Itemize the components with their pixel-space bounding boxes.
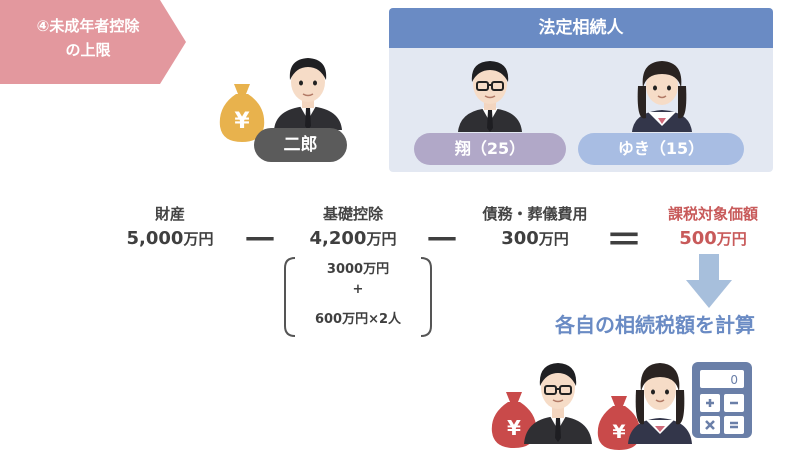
debts-amount: 300 (501, 228, 539, 249)
son-sho-figure (524, 363, 592, 444)
daughter-yuki-figure (628, 363, 692, 444)
calculator-icon: 0 (692, 362, 752, 438)
step-title-line2: の上限 (65, 41, 111, 59)
decedent-jiro-label: 二郎 (254, 128, 347, 162)
money-bag-icon: ¥ (491, 392, 537, 448)
yen-symbol: ¥ (507, 416, 521, 440)
step-title-line1: ④未成年者控除 (36, 17, 140, 35)
decedent-jiro-avatar (274, 58, 342, 130)
minus-operator-1: － (242, 220, 279, 261)
deduction-breakdown-bracket (284, 257, 432, 337)
breakdown-plus: + (352, 282, 364, 297)
taxable-value: 500万円 (643, 228, 783, 249)
yen-symbol: ¥ (234, 109, 250, 134)
assets-unit: 万円 (183, 230, 214, 248)
basic-deduction-label: 基礎控除 (322, 205, 383, 223)
daughter-yuki-avatar (632, 61, 692, 132)
svg-text:0: 0 (730, 373, 738, 387)
taxable-label: 課税対象価額 (667, 205, 758, 223)
debts-unit: 万円 (538, 230, 569, 248)
debts-value: 300万円 (465, 228, 605, 249)
breakdown-per-heir: 600万円×2人 (314, 312, 402, 327)
heir-yuki-label: ゆき（15） (578, 133, 744, 165)
breakdown-base: 3000万円 (326, 262, 390, 277)
money-bag-icon: ¥ (219, 84, 265, 142)
step-banner (0, 0, 186, 84)
son-sho-avatar (458, 61, 522, 132)
basic-deduction-amount: 4,200 (309, 228, 367, 249)
yen-symbol: ¥ (612, 421, 625, 443)
minus-operator-2: － (424, 220, 461, 261)
step-title: ④未成年者控除 の上限 (8, 14, 168, 62)
debts-label: 債務・葬儀費用 (482, 205, 588, 223)
basic-deduction-unit: 万円 (366, 230, 397, 248)
calculate-each-tax-caption: 各自の相続税額を計算 (555, 313, 755, 337)
basic-deduction-value: 4,200万円 (283, 228, 423, 249)
assets-amount: 5,000 (126, 228, 184, 249)
down-arrow-icon (686, 254, 732, 308)
heir-sho-label: 翔（25） (414, 133, 566, 165)
assets-label: 財産 (154, 205, 185, 223)
assets-value: 5,000万円 (100, 228, 240, 249)
taxable-amount: 500 (679, 228, 717, 249)
heirs-panel-title: 法定相続人 (389, 8, 773, 48)
equals-operator: ＝ (606, 220, 643, 261)
taxable-unit: 万円 (716, 230, 747, 248)
deduction-breakdown: 3000万円 + 600万円×2人 (290, 260, 426, 330)
